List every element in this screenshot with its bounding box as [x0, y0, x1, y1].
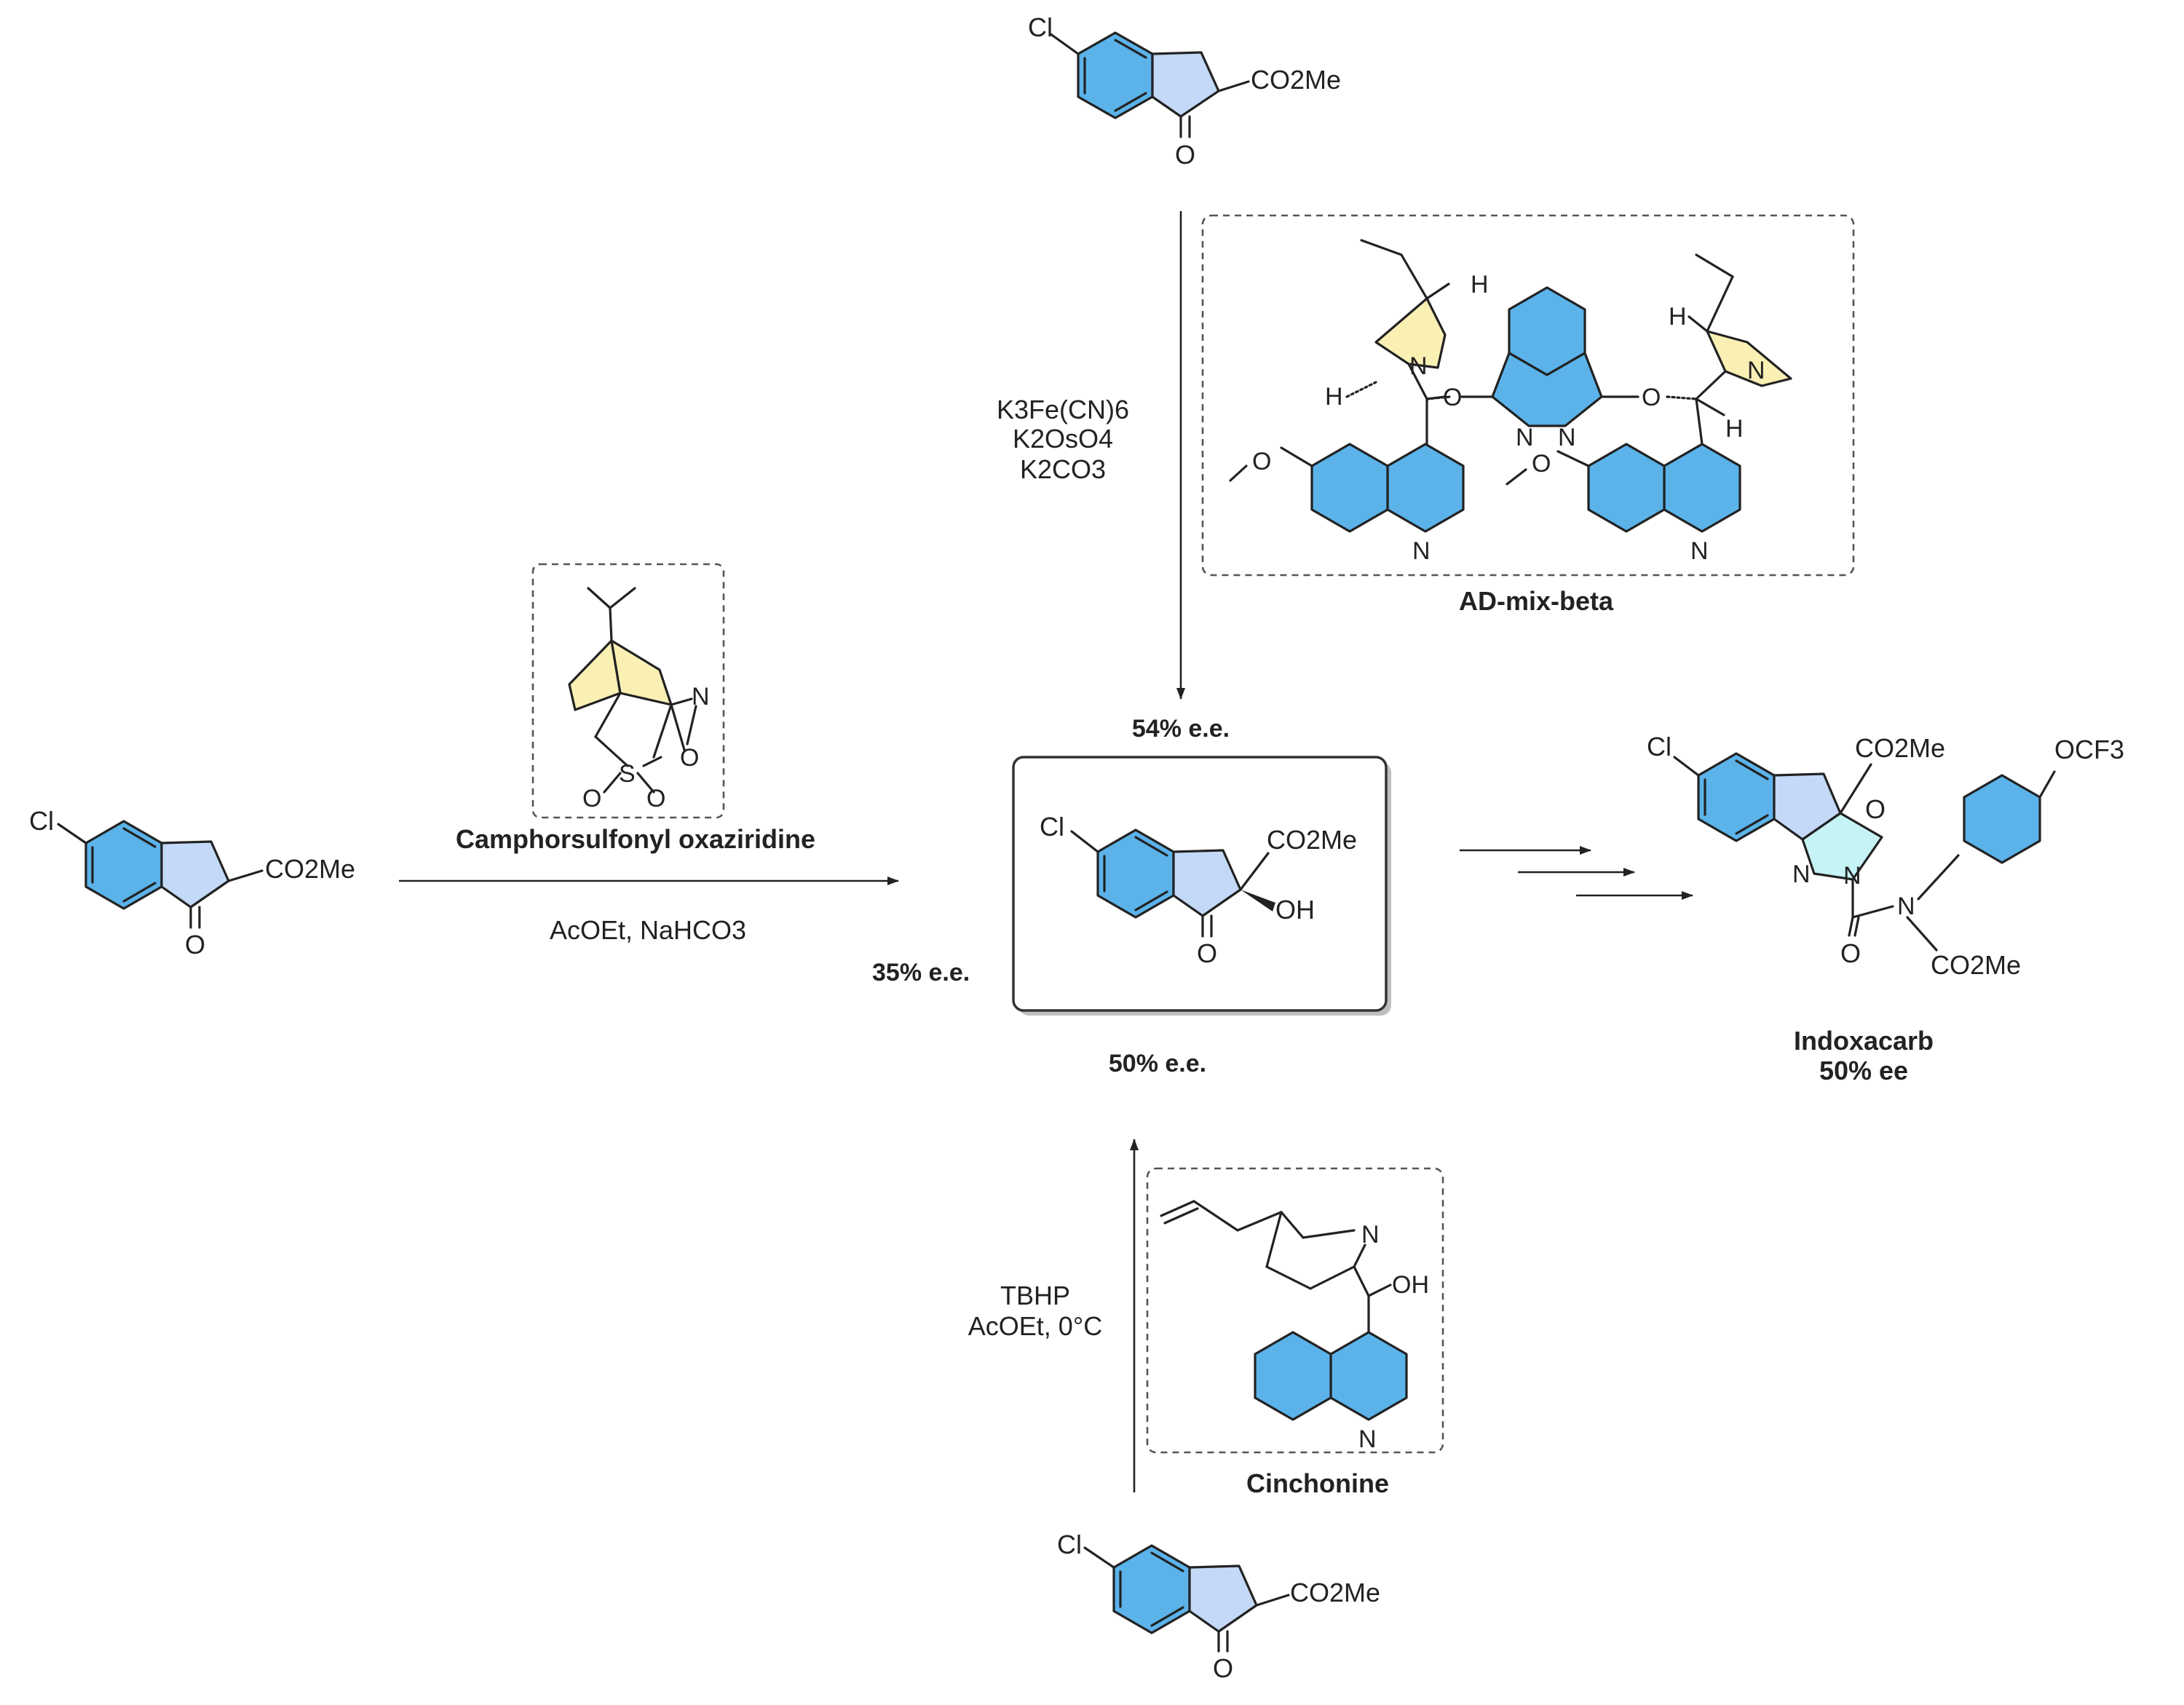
phthalazine-pyridazine-ring [1491, 352, 1603, 427]
cinchonine-quinoline-benzo [1254, 1331, 1332, 1421]
ad-mix-route: K3Fe(CN)6 K2OsO4 K2CO3 N H H N N O O N O [997, 211, 1855, 743]
benzene-ring [1077, 31, 1154, 119]
ad-mix-reagent-1: K3Fe(CN)6 [997, 395, 1129, 424]
oxaziridine-nitrogen-label: N [692, 683, 710, 711]
ester-label: CO2Me [1290, 1578, 1380, 1607]
nitrogen-2-label: N [1843, 862, 1861, 890]
ether-oxygen-right: O [1642, 384, 1661, 411]
cinchonine-quinoline-pyridine [1329, 1331, 1408, 1421]
nitrogen-3-label: N [1897, 893, 1915, 920]
five-membered-ring [1188, 1564, 1258, 1633]
ester-top-label: CO2Me [1855, 733, 1945, 763]
multistep-arrows [1460, 846, 1693, 900]
ad-mix-name: AD-mix-beta [1459, 586, 1614, 616]
sulfonyl-oxygen-label-2: O [646, 785, 665, 812]
benzene-ring [1112, 1544, 1191, 1634]
ad-mix-ee: 54% e.e. [1132, 715, 1230, 743]
left-quinuclidine-n: N [1409, 352, 1428, 380]
right-quinuclidine-n: N [1747, 357, 1765, 384]
carbonyl-oxygen-label: O [1840, 938, 1861, 968]
oxaziridine-oxygen-label: O [680, 744, 699, 772]
ketone-oxygen-label: O [1213, 1653, 1233, 1683]
ad-mix-reagent-2: K2OsO4 [1013, 424, 1113, 454]
quinoline-left-pyridine [1386, 443, 1465, 533]
five-membered-ring [1172, 849, 1242, 917]
quinuclidine-right [1706, 330, 1792, 387]
cinchonine-ee: 50% e.e. [1109, 1050, 1206, 1077]
hydroxyl-label: OH [1275, 895, 1315, 925]
benzene-ring [1697, 752, 1776, 842]
chlorine-label: Cl [1647, 732, 1671, 761]
chlorine-label: Cl [1028, 12, 1053, 42]
quinoline-right-pyridine [1663, 443, 1741, 533]
h-label-1: H [1471, 271, 1489, 298]
pyridazine-n2: N [1558, 424, 1576, 451]
quinoline-right-n: N [1690, 537, 1709, 565]
starting-material-top: Cl CO2Me O [1028, 12, 1341, 170]
ocf3-label: OCF3 [2054, 735, 2124, 764]
cinchonine-oh: OH [1392, 1271, 1429, 1299]
cinchonine-dashed-box [1146, 1167, 1444, 1454]
cinchonine-route: TBHP AcOEt, 0°C 50% e.e. N OH N Cinchoni… [968, 1050, 1444, 1498]
indoxacarb-name: Indoxacarb [1794, 1026, 1934, 1056]
five-membered-ring [160, 840, 230, 909]
ad-mix-dashed-box [1201, 214, 1855, 577]
chlorine-label: Cl [1057, 1530, 1082, 1559]
ether-oxygen-left: O [1443, 384, 1462, 411]
oxaziridine-route: N O S O O Camphorsulfonyl oxaziridine Ac… [399, 563, 970, 986]
oxaziridine-ee: 35% e.e. [872, 959, 970, 986]
cinchonine-condition-1: TBHP [1000, 1281, 1070, 1310]
starting-material-bottom: Cl CO2Me O [1057, 1530, 1380, 1683]
benzene-ring [84, 820, 163, 910]
h-label-2: H [1325, 383, 1343, 411]
ketone-oxygen-label: O [185, 930, 205, 960]
pyridazine-n1: N [1516, 424, 1534, 451]
quinoline-left-benzo [1310, 443, 1389, 533]
oxaziridine-conditions: AcOEt, NaHCO3 [550, 915, 746, 945]
methoxy-oxygen-left: O [1252, 448, 1271, 475]
cinchonine-quinoline-n: N [1358, 1425, 1377, 1453]
h-label-4: H [1725, 415, 1744, 443]
quinuclidine-left [1374, 297, 1447, 369]
oxaziridine-name: Camphorsulfonyl oxaziridine [456, 824, 815, 854]
nitrogen-1-label: N [1792, 861, 1811, 888]
ketone-oxygen-label: O [1197, 938, 1217, 968]
starting-material-left: Cl CO2Me O [29, 806, 355, 960]
h-label-3: H [1669, 303, 1687, 331]
chlorine-label: Cl [29, 806, 54, 836]
ketone-oxygen-label: O [1175, 140, 1195, 170]
ester-label: CO2Me [265, 854, 355, 884]
five-membered-ring [1151, 51, 1220, 118]
sulfonyl-oxygen-label-1: O [582, 785, 601, 812]
ad-mix-reagent-3: K2CO3 [1020, 454, 1106, 484]
oxaziridine-dashed-box [531, 563, 725, 819]
camphor-cage-right [610, 639, 673, 706]
hydroxy-product-box: Cl CO2Me OH O [1012, 756, 1391, 1016]
oxadiazine-ring [1801, 812, 1883, 881]
sulfur-label: S [619, 760, 636, 788]
ester-bottom-label: CO2Me [1931, 950, 2021, 980]
quinoline-right-benzo [1587, 443, 1666, 533]
cinchonine-condition-2: AcOEt, 0°C [968, 1311, 1102, 1341]
cinchonine-name: Cinchonine [1246, 1468, 1389, 1498]
ester-label: CO2Me [1267, 825, 1357, 855]
quinoline-left-n: N [1412, 537, 1431, 565]
cinchonine-cage-n: N [1361, 1221, 1380, 1249]
methoxy-oxygen-right: O [1532, 450, 1551, 478]
indoxacarb-ee: 50% ee [1819, 1056, 1908, 1085]
indoxacarb-product: Cl CO2Me O OCF3 N N N O CO2Me Indoxacarb… [1647, 732, 2124, 1085]
ring-oxygen-label: O [1865, 794, 1886, 824]
ester-label: CO2Me [1251, 65, 1341, 95]
aryl-ring [1963, 774, 2041, 864]
chlorine-label: Cl [1040, 812, 1064, 842]
